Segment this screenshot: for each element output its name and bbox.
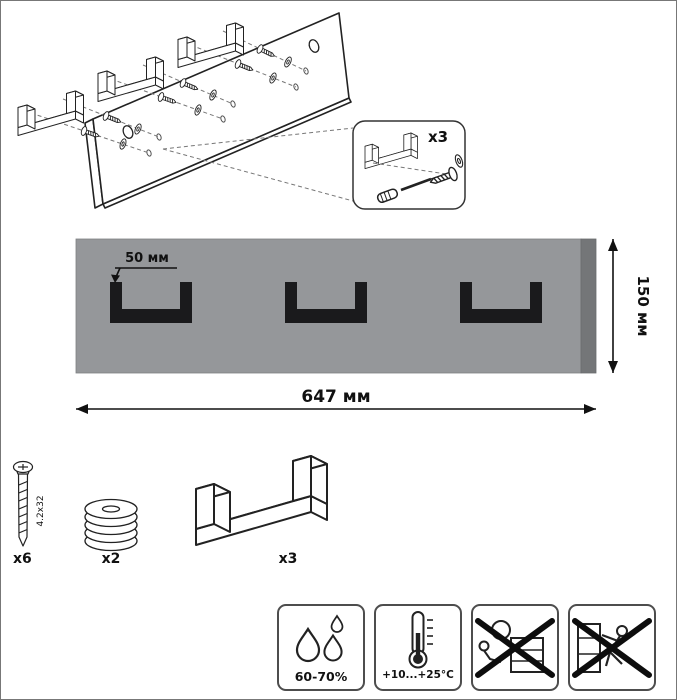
board-exploded <box>84 12 352 209</box>
conditions-row: 60-70% +10...+25°C <box>277 604 656 691</box>
board-edge <box>580 238 597 374</box>
no-push-icon <box>572 618 652 678</box>
detail-count: x3 <box>428 128 448 146</box>
detail-callout: x3 <box>352 120 466 210</box>
svg-text:647 мм: 647 мм <box>301 387 370 407</box>
hook-qty: x3 <box>279 551 298 567</box>
board-front <box>75 238 582 374</box>
no-heavy-load-icon <box>475 618 555 678</box>
dimension-view: 50 мм 150 мм 647 мм <box>75 238 652 414</box>
hook <box>285 282 367 323</box>
hardware-list: 4.2x32 x6 x2 x3 <box>12 455 328 567</box>
water-drops-icon <box>295 615 344 663</box>
washer-icon <box>84 498 138 552</box>
dim-board-width: 647 мм <box>76 387 596 414</box>
svg-text:50 мм: 50 мм <box>125 251 169 266</box>
hook-icon <box>195 455 328 546</box>
mounting-hole <box>308 39 320 53</box>
condition-box-humidity: 60-70% <box>277 604 365 691</box>
svg-text:150 мм: 150 мм <box>634 275 652 336</box>
exploded-view: x3 <box>17 12 466 210</box>
dim-board-height: 150 мм <box>608 239 652 373</box>
screw-qty: x6 <box>13 551 32 567</box>
humidity-label: 60-70% <box>294 669 348 684</box>
screwdriver-icon <box>376 176 438 204</box>
condition-box-temperature: +10...+25°C <box>374 604 462 691</box>
screw-size-label: 4.2x32 <box>36 495 46 526</box>
hook <box>460 282 542 323</box>
dim-hook-width: 50 мм <box>111 251 177 283</box>
mounting-hole <box>122 125 134 139</box>
hook <box>110 282 192 323</box>
temperature-label: +10...+25°C <box>382 669 454 681</box>
washer-qty: x2 <box>102 551 121 567</box>
screw-hole-marks <box>146 67 309 157</box>
thermometer-icon <box>408 611 433 669</box>
condition-box-no-push <box>568 604 656 691</box>
screw-icon <box>12 460 34 547</box>
hook-icon <box>17 90 84 136</box>
condition-box-no-heavy-load <box>471 604 559 691</box>
